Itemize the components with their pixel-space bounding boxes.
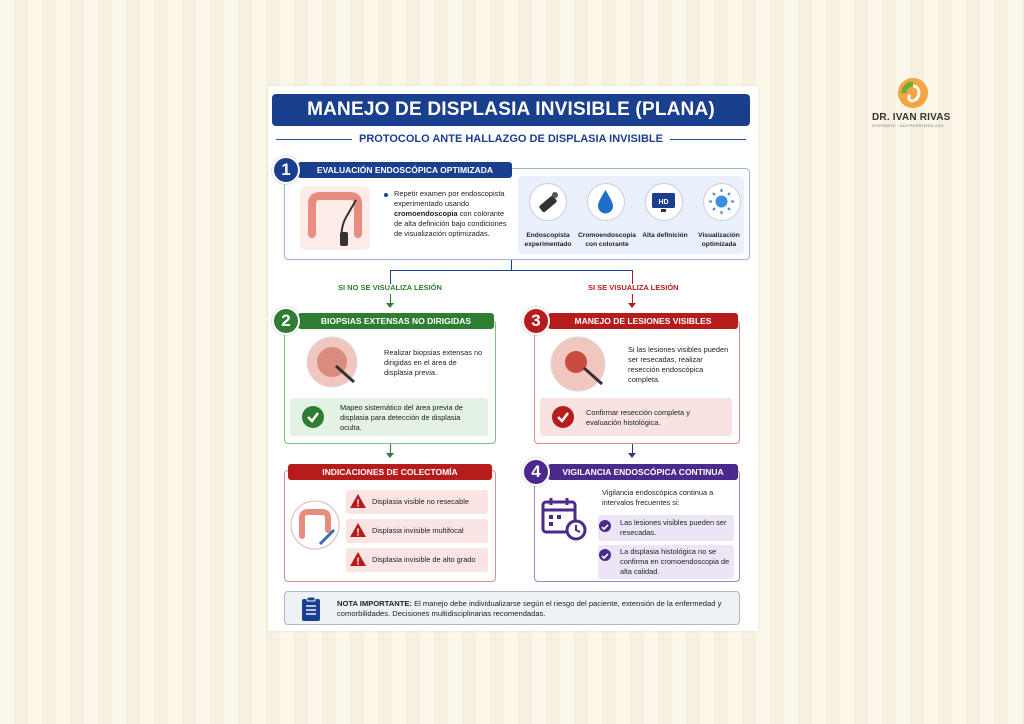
svg-text:!: ! xyxy=(356,528,359,539)
connector xyxy=(390,270,391,284)
connector xyxy=(511,260,512,270)
clipboard-icon xyxy=(300,596,322,622)
icon-label-endoscopist: Endoscopista experimentado xyxy=(524,232,572,248)
colectomy-item-text: Displasia invisible multifocal xyxy=(372,526,464,535)
step4-item-text: Las lesiones visibles pueden ser resecad… xyxy=(620,518,727,537)
step4-item xyxy=(598,515,734,541)
check-icon xyxy=(599,520,611,532)
step1-number: 1 xyxy=(272,156,300,184)
resection-illustration xyxy=(550,336,606,392)
page-subtitle: PROTOCOLO ANTE HALLAZGO DE DISPLASIA INV… xyxy=(359,133,663,145)
calendar-clock-icon xyxy=(540,496,588,542)
colon-endoscope-illustration xyxy=(300,186,370,250)
step1-header: EVALUACIÓN ENDOSCÓPICA OPTIMIZADA xyxy=(298,162,512,178)
subtitle-row: PROTOCOLO ANTE HALLAZGO DE DISPLASIA INV… xyxy=(272,130,750,148)
check-icon xyxy=(552,406,574,428)
dye-drop-icon xyxy=(587,183,625,221)
colectomy-header: INDICACIONES DE COLECTOMÍA xyxy=(288,464,492,480)
step3-header: MANEJO DE LESIONES VISIBLES xyxy=(548,313,738,329)
connector xyxy=(390,294,391,304)
arrow-down-icon xyxy=(386,453,394,458)
branch-label-no-lesion: SI NO SE VISUALIZA LESIÓN xyxy=(338,283,442,292)
svg-text:!: ! xyxy=(356,499,359,510)
step4-header: VIGILANCIA ENDOSCÓPICA CONTINUA xyxy=(548,464,738,480)
arrow-down-icon xyxy=(628,303,636,308)
colectomy-item xyxy=(346,519,488,543)
endoscope-icon xyxy=(529,183,567,221)
step3-check-text: Confirmar resección completa y evaluació… xyxy=(586,408,690,427)
step4-item xyxy=(598,545,734,579)
biopsy-illustration xyxy=(306,336,358,388)
step4-text: Vigilancia endoscópica continua a interv… xyxy=(602,488,714,507)
step3-number: 3 xyxy=(522,307,550,335)
warning-icon: ! xyxy=(349,522,367,543)
colon-scalpel-illustration xyxy=(290,500,340,550)
stomach-logo-icon xyxy=(898,78,928,108)
connector xyxy=(390,444,391,454)
hd-monitor-icon: HD xyxy=(645,183,683,221)
step2-text: Realizar biopsias extensas no dirigidas … xyxy=(384,348,483,377)
connector xyxy=(632,294,633,304)
step3-text: Si las lesiones visibles pueden ser rese… xyxy=(628,345,729,384)
brand-logo xyxy=(896,76,930,110)
warning-icon: ! xyxy=(349,493,367,514)
colectomy-item-text: Displasia invisible de alto grado xyxy=(372,555,476,564)
colectomy-item xyxy=(346,490,488,514)
note-text: NOTA IMPORTANTE: El manejo debe individu… xyxy=(337,599,722,618)
arrow-down-icon xyxy=(628,453,636,458)
icon-label-chromo: Cromoendoscopia con colorante xyxy=(578,232,636,248)
sun-icon xyxy=(703,183,741,221)
step4-number: 4 xyxy=(522,458,550,486)
step2-number: 2 xyxy=(272,307,300,335)
brand-name: DR. IVAN RIVAS xyxy=(872,112,951,123)
hd-label: HD xyxy=(658,199,668,206)
step2-check-text: Mapeo sistemático del área previa de dis… xyxy=(340,403,463,432)
arrow-down-icon xyxy=(386,303,394,308)
colectomy-item xyxy=(346,548,488,572)
connector xyxy=(632,444,633,454)
step1-bullet: Repetir examen por endoscopista experime… xyxy=(394,189,507,238)
note-panel xyxy=(284,591,740,625)
connector xyxy=(632,270,633,284)
connector xyxy=(390,270,632,271)
check-icon xyxy=(599,549,611,561)
check-icon xyxy=(302,406,324,428)
bullet-dot xyxy=(384,193,388,197)
colectomy-item-text: Displasia visible no resecable xyxy=(372,497,469,506)
icon-label-visual: Visualización optimizada xyxy=(698,232,740,248)
branch-label-lesion: SI SE VISUALIZA LESIÓN xyxy=(588,283,679,292)
step2-header: BIOPSIAS EXTENSAS NO DIRIGIDAS xyxy=(298,313,494,329)
brand-tagline: INTERNISTA · GASTROENTERÓLOGO xyxy=(872,124,944,128)
step4-item-text: La displasia histológica no se confirma … xyxy=(620,547,730,576)
svg-text:!: ! xyxy=(356,557,359,568)
page-title: MANEJO DE DISPLASIA INVISIBLE (PLANA) xyxy=(272,94,750,126)
icon-label-hd: Alta definición xyxy=(642,232,688,239)
warning-icon: ! xyxy=(349,551,367,572)
